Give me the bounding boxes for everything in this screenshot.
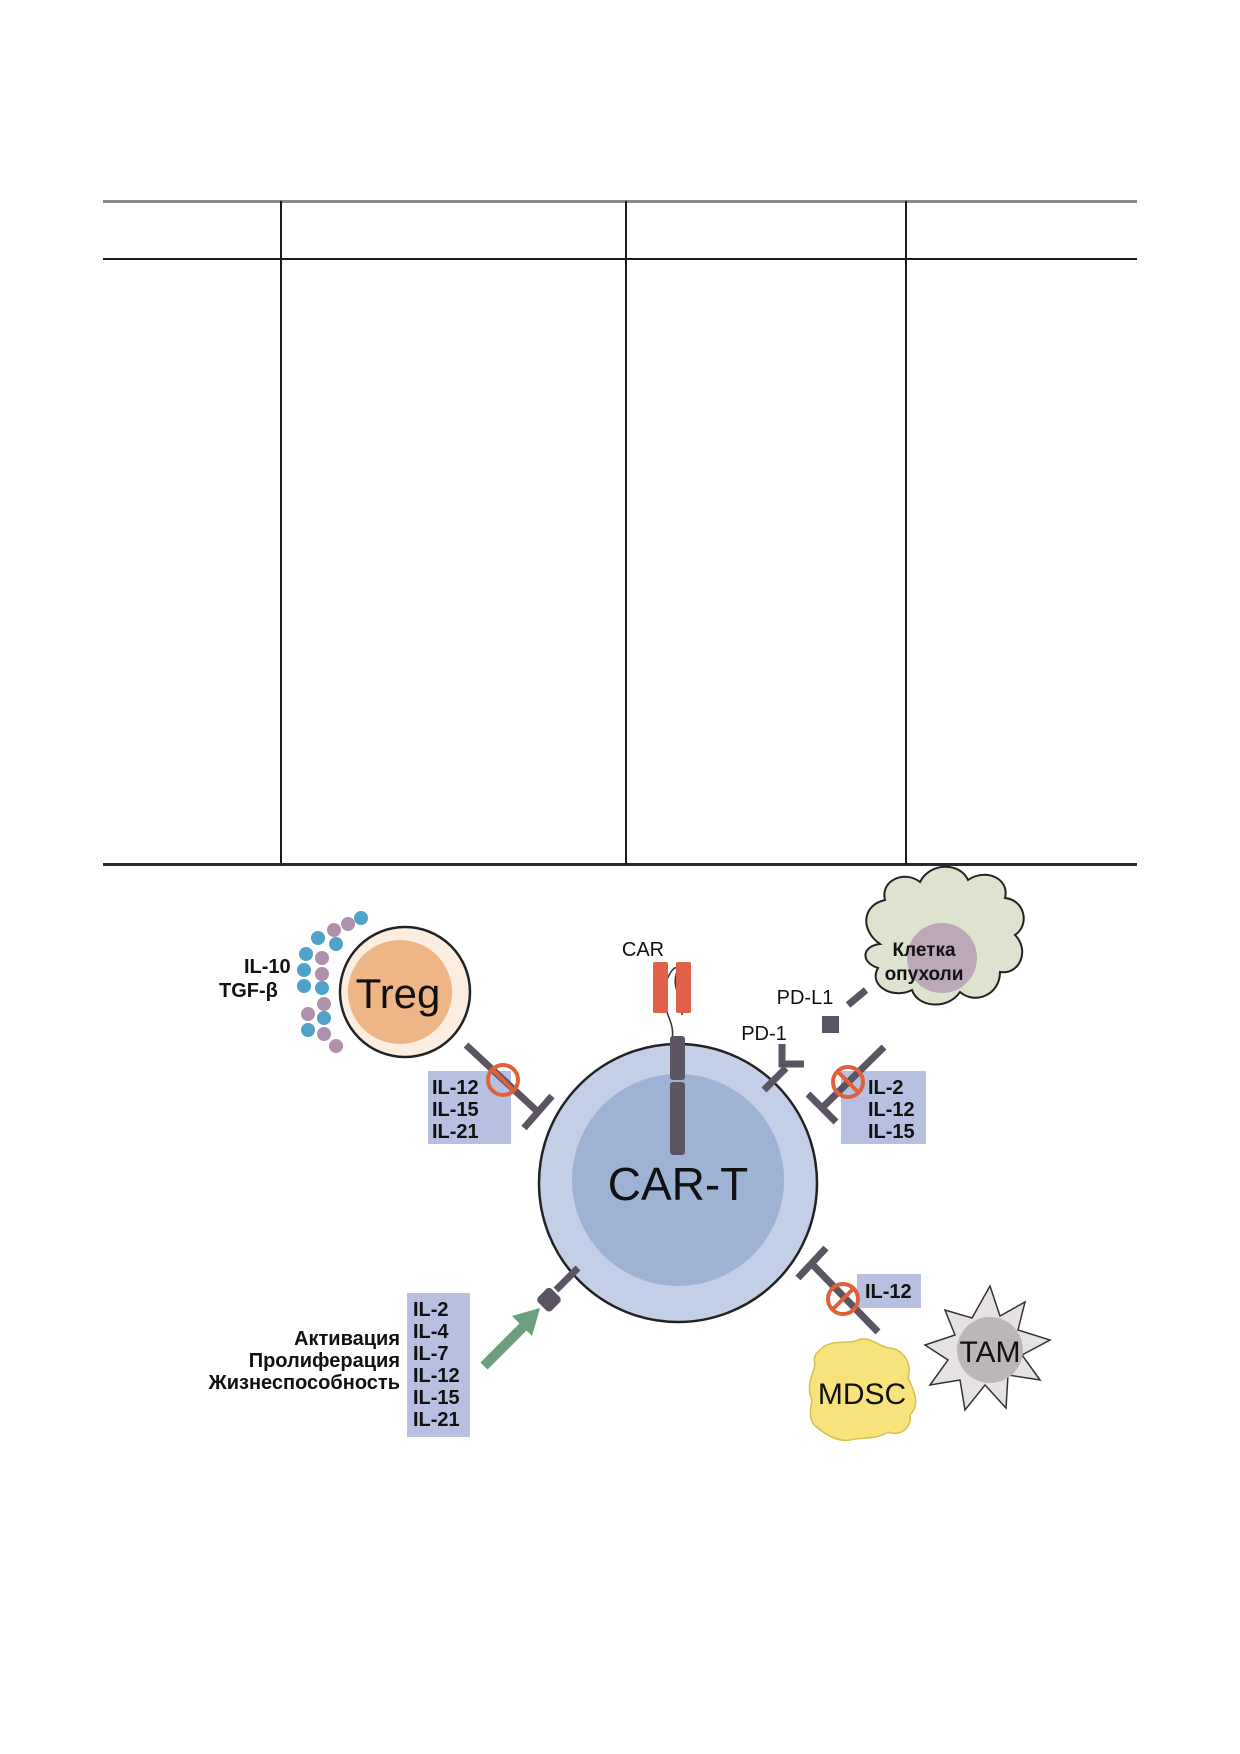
cytokine-dot xyxy=(317,1027,331,1041)
treg-cell: Treg xyxy=(297,911,472,1059)
pd1-receptor: PD-1 xyxy=(741,1023,804,1093)
cytokine-label: IL-4 xyxy=(413,1321,449,1343)
car-receptor: CAR xyxy=(622,939,691,1155)
tumor-label-line2: опухоли xyxy=(885,964,964,985)
cytokine-label: IL-15 xyxy=(413,1387,460,1409)
cytokine-box xyxy=(857,1274,921,1308)
inhibition-line xyxy=(819,1044,887,1111)
cytokine-box xyxy=(407,1293,470,1437)
cytokine-dot xyxy=(329,937,343,951)
tumor-cell: Клетка опухоли xyxy=(864,865,1025,1006)
pd1-head xyxy=(778,1044,804,1068)
receptor-stem xyxy=(553,1265,581,1293)
tam-nucleus xyxy=(957,1317,1023,1383)
blocked-icon xyxy=(831,1065,865,1099)
cytokine-box xyxy=(841,1071,926,1144)
cytokine-dot xyxy=(311,931,325,945)
tam-label: TAM xyxy=(959,1336,1020,1369)
table-bottom-border xyxy=(103,863,1137,866)
treg-inhibition: IL-12 IL-15 IL-21 xyxy=(428,1042,555,1144)
cytokine-label: IL-15 xyxy=(432,1099,479,1121)
inhibition-bar xyxy=(795,1245,829,1281)
pdl1-ligand: PD-L1 xyxy=(777,987,869,1033)
cytokine-label: IL-12 xyxy=(868,1099,915,1121)
pdl1-head xyxy=(822,1016,839,1033)
pd1-label: PD-1 xyxy=(741,1023,787,1045)
car-domain xyxy=(676,962,691,1013)
tam-cell: TAM xyxy=(923,1284,1052,1412)
cytokine-dot xyxy=(317,997,331,1011)
cytokine-dot xyxy=(315,951,329,965)
cytokine-label: IL-12 xyxy=(865,1281,912,1303)
cytokine-label: IL-2 xyxy=(868,1077,904,1099)
treg-secreted-il10: IL-10 xyxy=(244,956,291,978)
cytokine-dot xyxy=(297,979,311,993)
car-t-nucleus xyxy=(572,1074,784,1286)
tumor-nucleus xyxy=(907,923,977,993)
cytokine-dot xyxy=(315,967,329,981)
tumor-inhibition: IL-2 IL-12 IL-15 xyxy=(805,1044,926,1144)
treg-secreted-tgfb: TGF-β xyxy=(219,980,278,1002)
car-t-label: CAR-T xyxy=(608,1158,749,1210)
cytokine-dot xyxy=(297,963,311,977)
arrow-head xyxy=(512,1308,540,1336)
cytokine-dot xyxy=(354,911,368,925)
arrow-shaft xyxy=(480,1322,528,1370)
car-t-cell: CAR-T xyxy=(537,1042,819,1324)
table-top-border xyxy=(103,200,1137,203)
cytokine-dot xyxy=(299,947,313,961)
cytokine-label: IL-21 xyxy=(432,1121,479,1143)
pd1-stem xyxy=(761,1065,789,1093)
pdl1-stem xyxy=(845,987,869,1008)
mdsc-body xyxy=(808,1338,917,1442)
cytokine-label: IL-15 xyxy=(868,1121,915,1143)
cytokine-label: IL-2 xyxy=(413,1299,449,1321)
table-column-divider xyxy=(905,201,907,865)
cytokine-label: IL-21 xyxy=(413,1409,460,1431)
table xyxy=(103,200,1137,866)
treg-nucleus xyxy=(348,940,452,1044)
effect-label: Жизнеспособность xyxy=(208,1372,400,1394)
blocked-icon xyxy=(826,1282,860,1316)
cytokine-dot xyxy=(317,1011,331,1025)
mdsc-label: MDSC xyxy=(818,1378,906,1411)
cytokine-dot xyxy=(301,1007,315,1021)
mdsc-cell: MDSC xyxy=(808,1338,917,1442)
blocked-icon xyxy=(486,1063,520,1097)
car-domain xyxy=(653,962,668,1013)
effect-label: Пролиферация xyxy=(249,1350,400,1372)
mdsc-inhibition: IL-12 xyxy=(795,1245,921,1335)
car-label: CAR xyxy=(622,939,664,961)
cytokine-dot xyxy=(329,1039,343,1053)
tumor-label-line1: Клетка xyxy=(892,940,956,961)
cytokine-dot xyxy=(301,1023,315,1037)
secreted-cytokine-dots xyxy=(297,911,368,1053)
cytokine-receptor xyxy=(537,1265,581,1312)
table-column-divider xyxy=(625,201,627,865)
cytokine-dot xyxy=(341,917,355,931)
pdl1-label: PD-L1 xyxy=(777,987,834,1009)
activation-cytokines: IL-2 IL-4 IL-7 IL-12 IL-15 IL-21 xyxy=(407,1293,470,1437)
cytokine-dot xyxy=(315,981,329,995)
table-column-divider xyxy=(280,201,282,865)
cytokine-label: IL-7 xyxy=(413,1343,449,1365)
table-header-divider xyxy=(103,258,1137,260)
receptor-head xyxy=(537,1287,561,1312)
cytokine-label: IL-12 xyxy=(413,1365,460,1387)
cytokine-box xyxy=(428,1071,511,1144)
inhibition-bar xyxy=(521,1093,555,1131)
treg-label: Treg xyxy=(356,970,441,1017)
cytokine-label: IL-12 xyxy=(432,1077,479,1099)
activation-arrow xyxy=(480,1308,540,1370)
car-transmembrane xyxy=(670,1036,685,1080)
effect-label: Активация xyxy=(294,1328,400,1350)
inhibition-bar xyxy=(805,1091,839,1125)
cytokine-dot xyxy=(327,923,341,937)
car-signaling-domain xyxy=(670,1082,685,1155)
